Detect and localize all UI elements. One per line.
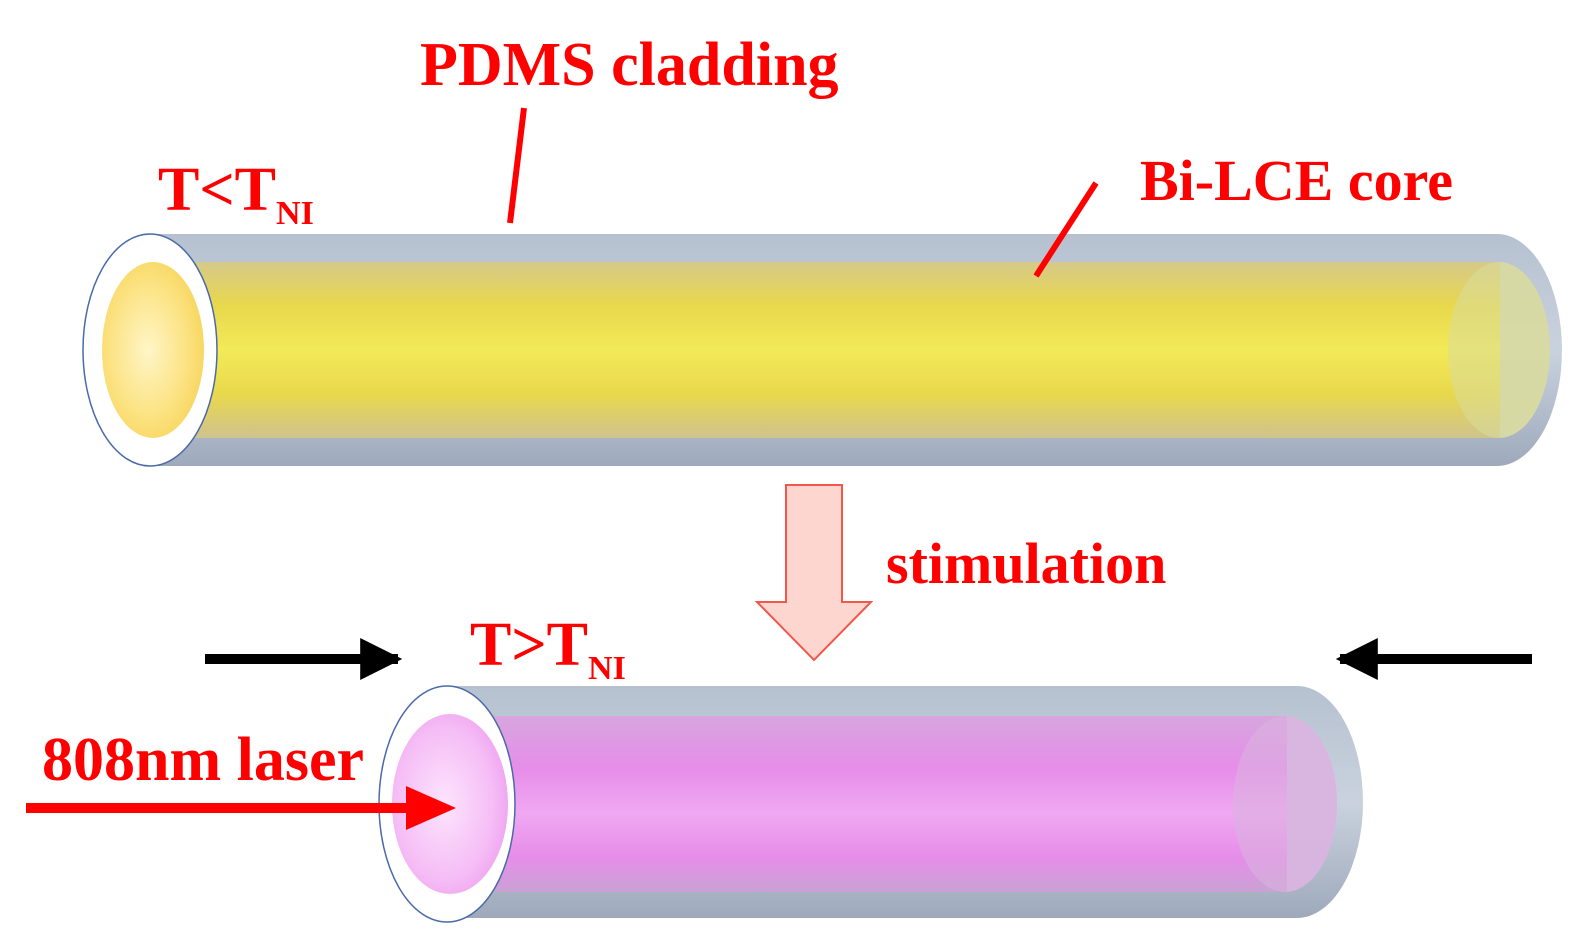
stimulation-arrow (754, 484, 874, 662)
temp-low-label: T<TNI (158, 156, 314, 232)
core-face-bottom (392, 714, 508, 894)
cladding-leader (507, 107, 527, 224)
fiber-cold (82, 233, 1562, 467)
laser-label: 808nm laser (42, 726, 364, 794)
stimulation-label: stimulation (886, 531, 1166, 596)
laser-arrowhead (406, 786, 456, 830)
fiber-hot (378, 685, 1363, 923)
core-top (150, 262, 1500, 438)
core-label: Bi-LCE core (1140, 148, 1453, 213)
core-leader (1033, 181, 1099, 278)
temp-high-label: T>TNI (470, 611, 626, 687)
core-face-top (102, 262, 204, 438)
cladding-label: PDMS cladding (420, 31, 839, 99)
core-bottom (447, 716, 1287, 892)
